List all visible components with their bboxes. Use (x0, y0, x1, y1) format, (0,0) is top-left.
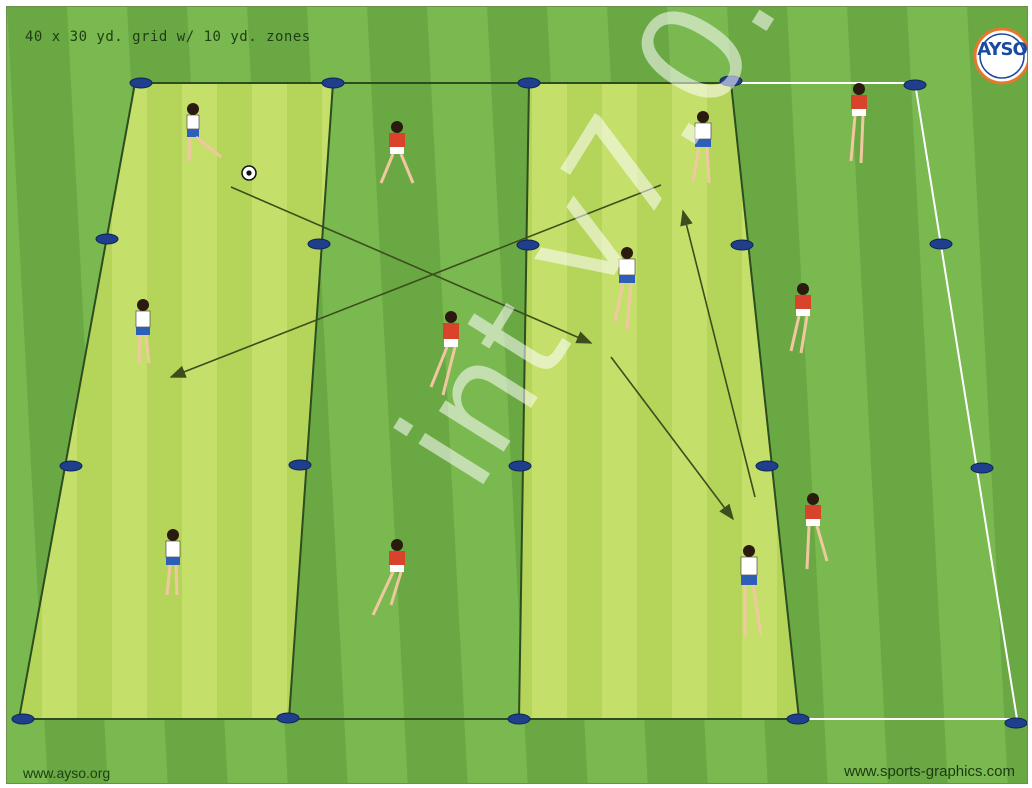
soccer-field (7, 7, 1027, 783)
diagram-frame: 40 x 30 yd. grid w/ 10 yd. zones AYSO in… (6, 6, 1028, 784)
logo-text: AYSO (973, 42, 1028, 58)
soccer-ball (242, 166, 256, 180)
footer-left-link[interactable]: www.ayso.org (23, 765, 110, 781)
diagram-title: 40 x 30 yd. grid w/ 10 yd. zones (25, 29, 311, 45)
footer-right-link[interactable]: www.sports-graphics.com (844, 763, 1015, 780)
ayso-logo: AYSO (973, 27, 1028, 85)
